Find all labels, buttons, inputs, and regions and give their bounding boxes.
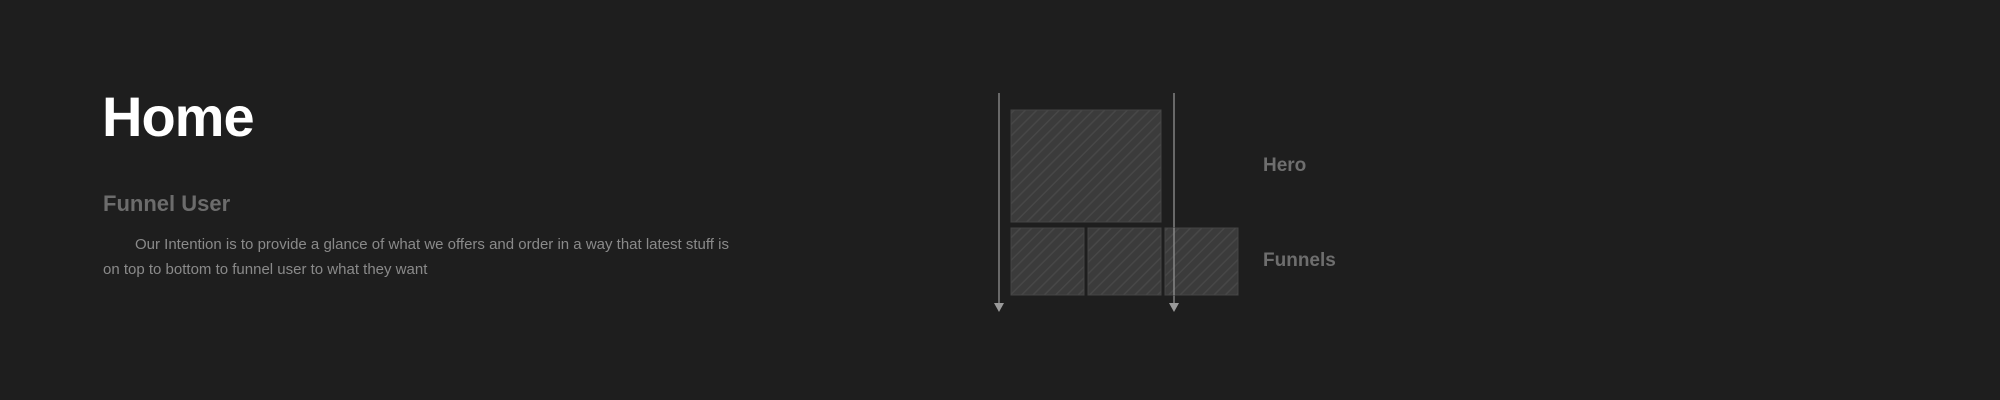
funnel-block (1010, 227, 1085, 296)
hero-label: Hero (1263, 155, 1307, 176)
hero-block (1010, 109, 1162, 223)
page-title: Home (102, 85, 255, 148)
scroll-arrow-left (994, 93, 1004, 312)
section-heading: Funnel User (103, 191, 231, 216)
funnel-block (1164, 227, 1239, 296)
funnel-block (1087, 227, 1162, 296)
funnels-label: Funnels (1263, 250, 1336, 271)
layout-diagram: Hero Funnels (990, 88, 1350, 328)
section-description: Our Intention is to provide a glance of … (103, 236, 729, 278)
layout-diagram-svg (994, 93, 1239, 312)
